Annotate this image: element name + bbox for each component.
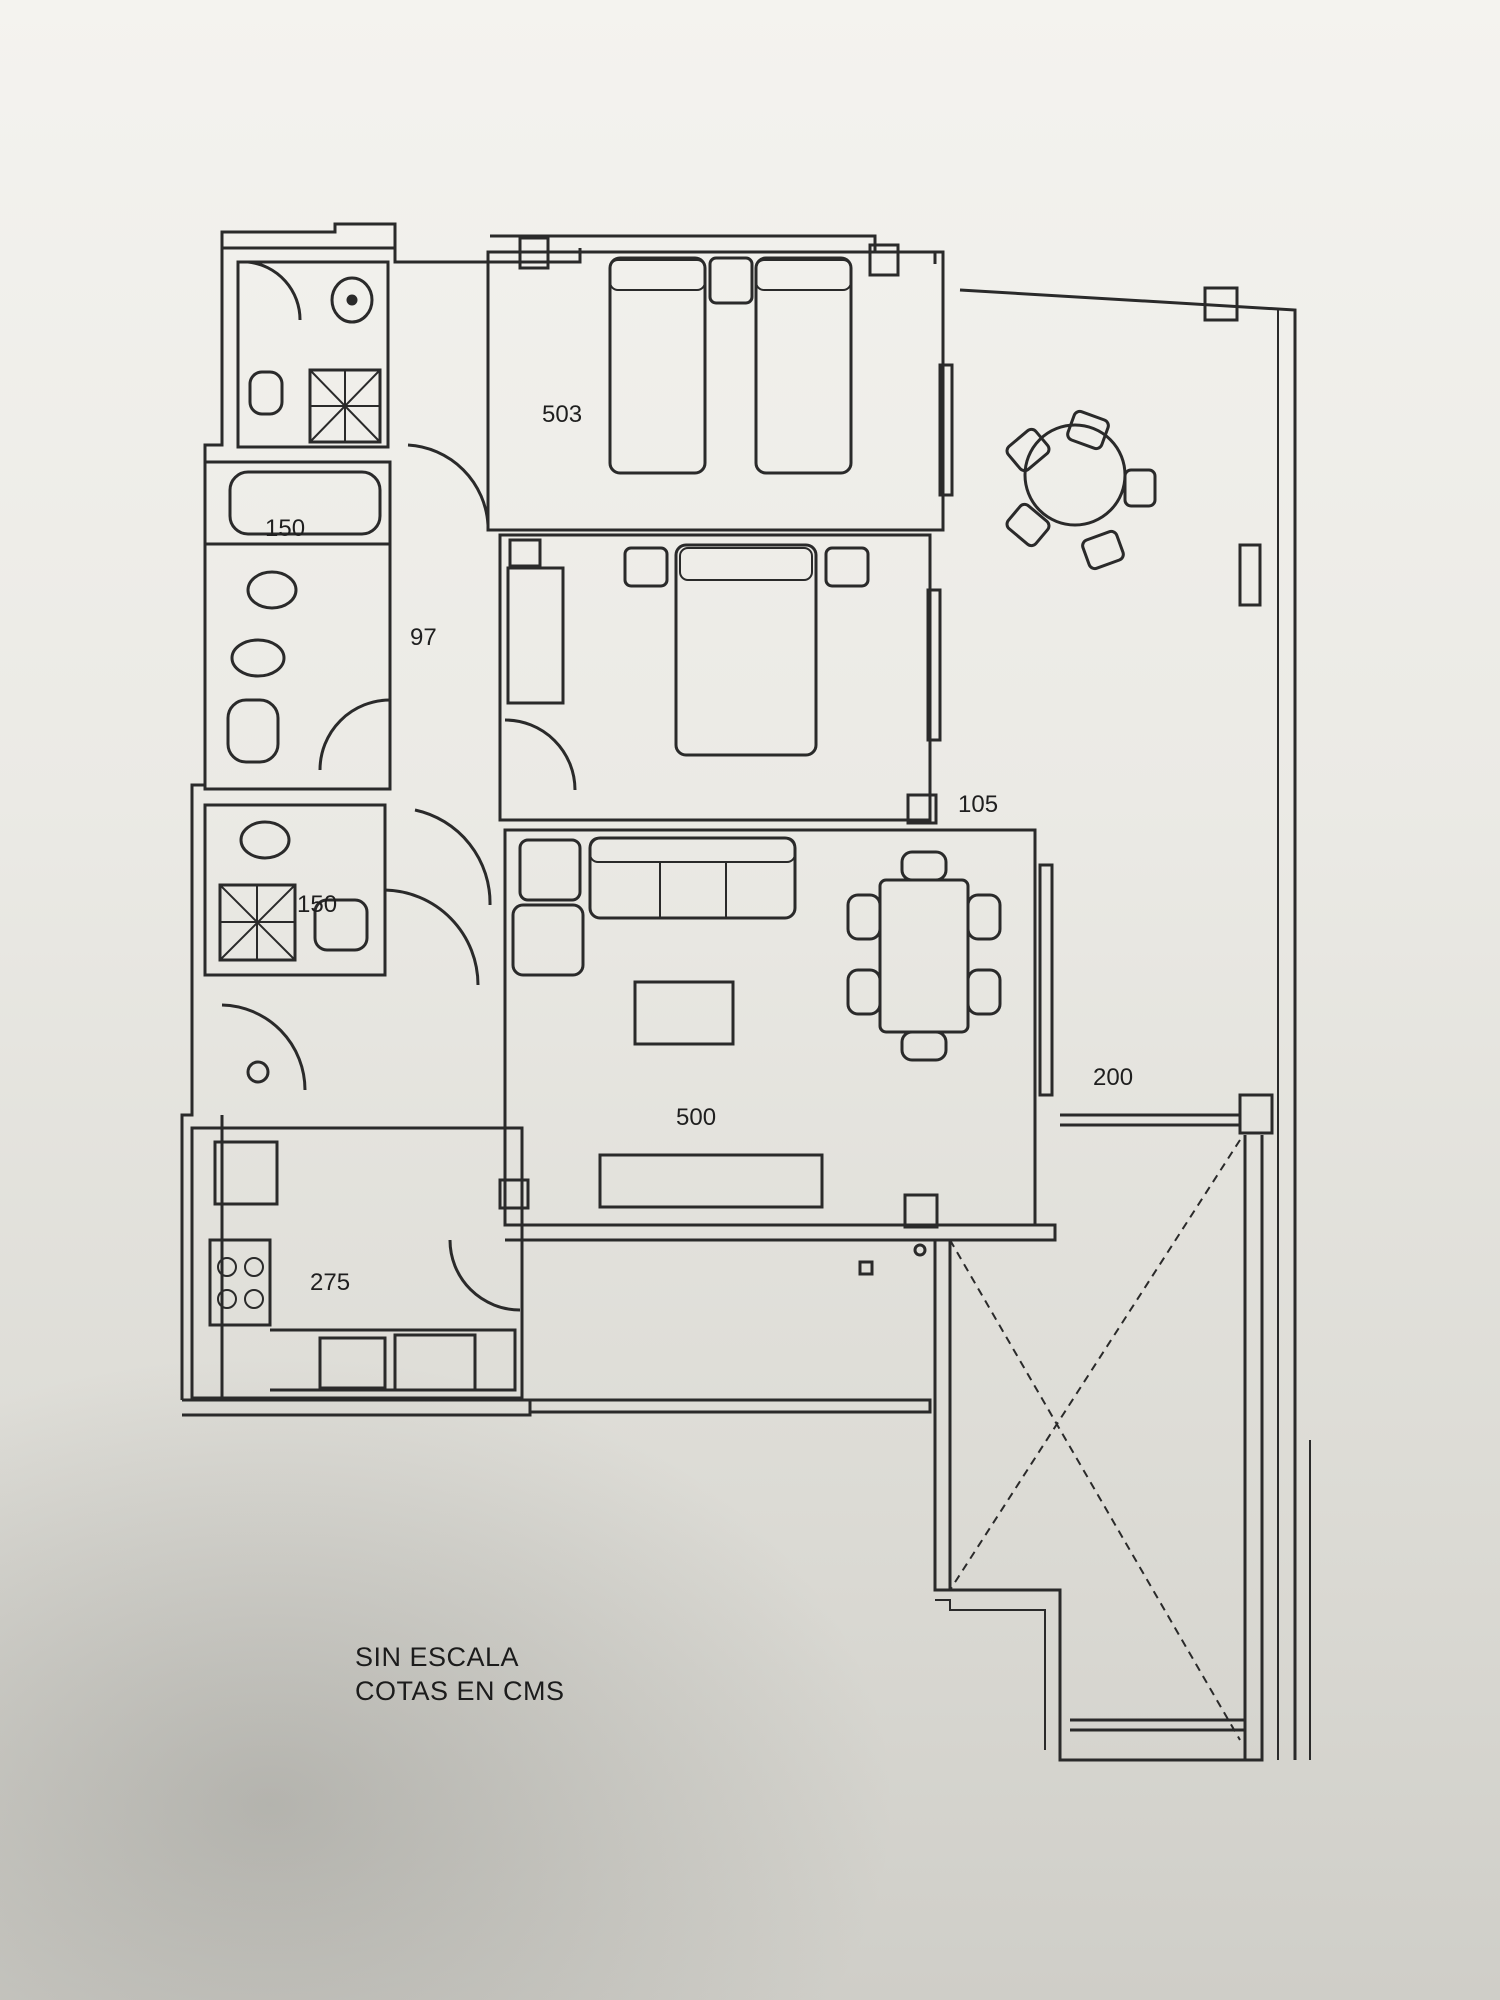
pillar-6 bbox=[903, 1193, 939, 1229]
terrace-chair-4 bbox=[1081, 529, 1125, 571]
plan-notes: SIN ESCALA COTAS EN CMS bbox=[355, 1640, 565, 1708]
living-room bbox=[503, 828, 1037, 1227]
entrance-door-arc bbox=[221, 1003, 307, 1091]
fridge bbox=[213, 1140, 279, 1206]
dimension-bathtub: 150 bbox=[265, 515, 305, 542]
lower-terrace-right bbox=[1243, 1135, 1264, 1762]
dining-chair-3 bbox=[846, 893, 882, 941]
wall-left bbox=[180, 248, 224, 1400]
washbasin-1 bbox=[330, 276, 374, 324]
downpipe-icon bbox=[913, 1243, 927, 1257]
void-cross bbox=[949, 1139, 1241, 1741]
dining-chair-2 bbox=[900, 1030, 948, 1062]
terrace-chair-3 bbox=[1123, 468, 1157, 508]
pillar-1 bbox=[518, 236, 550, 270]
dining-chair-5 bbox=[966, 893, 1002, 941]
terrace-railing-2 bbox=[1070, 1718, 1245, 1732]
dining-chair-6 bbox=[966, 968, 1002, 1016]
armchair bbox=[511, 903, 585, 977]
living-room-bottom-wall bbox=[505, 1223, 1057, 1242]
wall-bottom bbox=[182, 1398, 532, 1417]
dimension-hallway: 97 bbox=[410, 624, 437, 651]
dimension-shower-bath: 150 bbox=[297, 891, 337, 918]
dimension-terrace: 200 bbox=[1093, 1064, 1133, 1091]
pillar-8 bbox=[1238, 1093, 1274, 1135]
sideboard bbox=[598, 1153, 824, 1209]
bed-single-1 bbox=[608, 256, 707, 475]
toilet-3 bbox=[239, 820, 291, 860]
wardrobe bbox=[506, 566, 565, 705]
nightstand-2 bbox=[623, 546, 669, 588]
dining-table bbox=[878, 878, 970, 1034]
bathtub bbox=[228, 470, 382, 536]
cooktop bbox=[208, 1238, 272, 1327]
bathroom-2-door-arc bbox=[318, 698, 391, 771]
coffee-table bbox=[633, 980, 735, 1046]
window-bedroom-1 bbox=[938, 363, 954, 497]
terrace-railing-1 bbox=[1060, 1113, 1240, 1127]
bedroom-1 bbox=[486, 250, 945, 532]
armchair-back bbox=[518, 838, 582, 902]
bed-double bbox=[674, 543, 818, 757]
dimension-kitchen: 275 bbox=[310, 1269, 350, 1296]
terrace-chair-2 bbox=[1066, 409, 1110, 451]
bidet bbox=[230, 638, 286, 678]
kitchen bbox=[190, 1126, 524, 1400]
pillar-3 bbox=[508, 538, 542, 568]
lower-terrace-left bbox=[933, 1240, 952, 1592]
washbasin-2 bbox=[226, 698, 280, 764]
pillar-4 bbox=[906, 793, 938, 825]
terrace-outline bbox=[959, 288, 1297, 1760]
bed-single-2 bbox=[754, 256, 853, 475]
toilet-2 bbox=[246, 570, 298, 610]
pillar-5 bbox=[498, 1178, 530, 1210]
dimension-bedroom-1: 503 bbox=[542, 401, 582, 428]
bathroom-2 bbox=[203, 542, 392, 791]
nightstand-3 bbox=[824, 546, 870, 588]
note-scale: SIN ESCALA bbox=[355, 1642, 520, 1672]
entrance-marker-icon bbox=[246, 1060, 270, 1084]
dishwasher bbox=[318, 1336, 387, 1390]
kitchen-door-arc bbox=[448, 1239, 521, 1312]
window-living bbox=[1038, 863, 1054, 1097]
bathroom-1-door-arc bbox=[247, 260, 302, 321]
note-units: COTAS EN CMS bbox=[355, 1676, 565, 1706]
dimension-living-room: 500 bbox=[676, 1104, 716, 1131]
terrace-chair-5 bbox=[1005, 502, 1051, 548]
dining-chair-4 bbox=[846, 968, 882, 1016]
terrace-chair-1 bbox=[1005, 427, 1051, 473]
sofa bbox=[588, 836, 797, 920]
window-bedroom-2 bbox=[926, 588, 942, 742]
shadow-overlay bbox=[0, 1350, 900, 2000]
bedroom-2-door-arc bbox=[504, 718, 577, 791]
lower-terrace-bottom bbox=[950, 1588, 1245, 1762]
toilet-1 bbox=[248, 370, 284, 416]
dining-chair-1 bbox=[900, 850, 948, 882]
washbasin-3 bbox=[313, 898, 369, 952]
bathroom-1 bbox=[236, 260, 390, 449]
pillar-7 bbox=[1203, 286, 1239, 322]
hall-door-arc-1 bbox=[407, 443, 490, 526]
nightstand-1 bbox=[708, 256, 754, 305]
bathroom-3-door-arc bbox=[384, 888, 480, 986]
kitchen-sink bbox=[393, 1333, 477, 1392]
terrace-post bbox=[1238, 543, 1262, 607]
bedroom-2 bbox=[498, 533, 932, 822]
wall-bottom-right bbox=[530, 1398, 932, 1414]
drain-icon bbox=[858, 1260, 874, 1276]
hall-door-arc-2 bbox=[414, 808, 492, 906]
wall-top-left bbox=[220, 222, 397, 250]
dimension-pillar-gap: 105 bbox=[958, 791, 998, 818]
pillar-2 bbox=[868, 243, 900, 277]
counter bbox=[270, 1328, 517, 1392]
